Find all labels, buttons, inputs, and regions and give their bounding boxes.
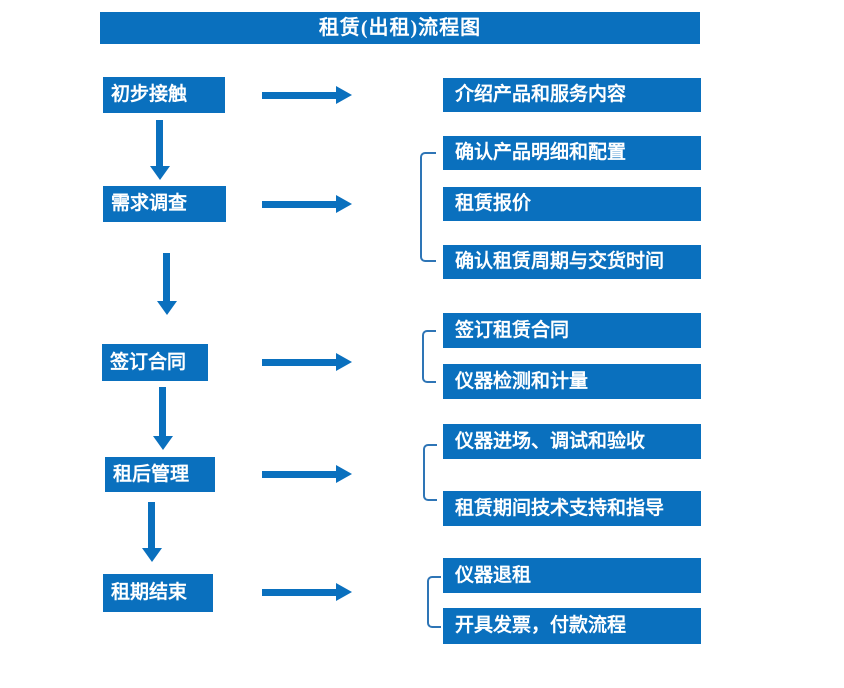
flow-arrow-down-1 bbox=[150, 120, 170, 180]
detail-box: 租赁期间技术支持和指导 bbox=[443, 491, 701, 526]
step-lease-end: 租期结束 bbox=[103, 574, 213, 612]
flow-arrow-right-1 bbox=[262, 86, 352, 104]
detail-box: 签订租赁合同 bbox=[443, 313, 701, 348]
step-initial-contact: 初步接触 bbox=[103, 77, 225, 113]
detail-box: 租赁报价 bbox=[443, 187, 701, 221]
detail-box: 仪器退租 bbox=[443, 558, 701, 593]
group-bracket-lease-end bbox=[427, 576, 441, 628]
flow-arrow-down-4 bbox=[142, 502, 162, 562]
step-sign-contract: 签订合同 bbox=[102, 344, 208, 381]
detail-box: 仪器进场、调试和验收 bbox=[443, 424, 701, 459]
detail-box: 仪器检测和计量 bbox=[443, 364, 701, 399]
detail-box: 确认租赁周期与交货时间 bbox=[443, 245, 701, 279]
flow-arrow-down-3 bbox=[153, 387, 173, 450]
step-demand-survey: 需求调查 bbox=[103, 186, 226, 222]
flowchart-title: 租赁(出租)流程图 bbox=[100, 12, 700, 44]
group-bracket-demand-survey bbox=[420, 152, 436, 262]
group-bracket-post-lease bbox=[423, 444, 437, 501]
flow-arrow-right-3 bbox=[262, 353, 352, 371]
detail-box: 开具发票，付款流程 bbox=[443, 608, 701, 644]
detail-box: 确认产品明细和配置 bbox=[443, 136, 701, 170]
step-post-lease-management: 租后管理 bbox=[105, 457, 215, 492]
group-bracket-sign-contract bbox=[422, 330, 436, 383]
flow-arrow-down-2 bbox=[157, 253, 177, 315]
detail-box: 介绍产品和服务内容 bbox=[443, 78, 701, 112]
flow-arrow-right-5 bbox=[262, 583, 352, 601]
flow-arrow-right-4 bbox=[262, 465, 352, 483]
flow-arrow-right-2 bbox=[262, 195, 352, 213]
